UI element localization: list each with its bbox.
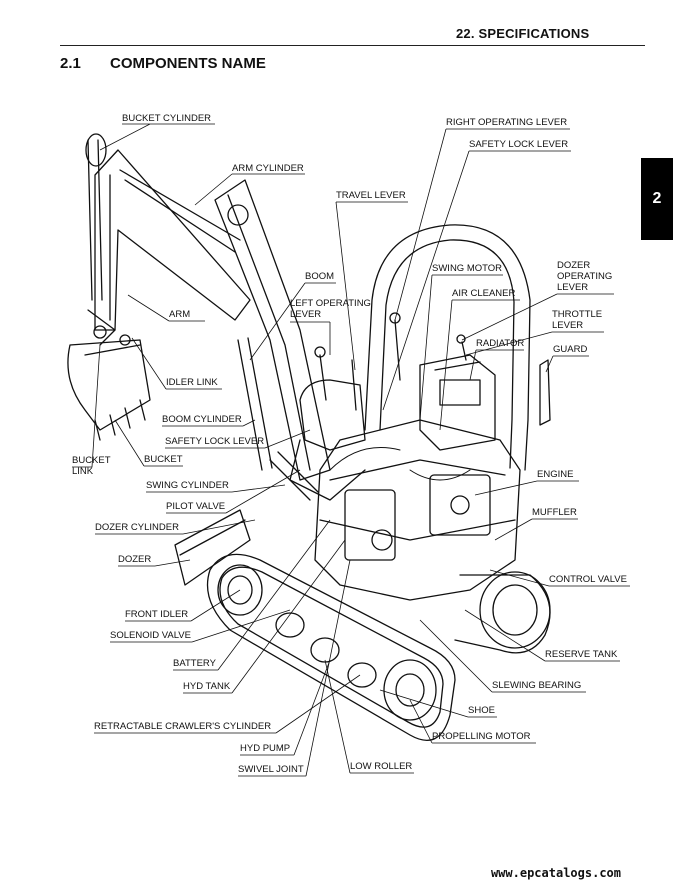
right-crawler-track [454,574,551,654]
front-idler [217,564,263,616]
label-hyd-pump: HYD PUMP [240,743,291,754]
label-safety-lock-lever-top: SAFETY LOCK LEVER [469,139,569,150]
footer-url[interactable]: www.epcatalogs.com [490,866,621,880]
label-arm: ARM [169,309,191,320]
label-swing-cylinder: SWING CYLINDER [146,480,229,491]
label-low-roller: LOW ROLLER [350,761,413,772]
label-retractable-crawlers-cylinder: RETRACTABLE CRAWLER'S CYLINDER [94,721,272,732]
label-front-idler: FRONT IDLER [125,609,189,620]
right-operating-lever [394,319,401,381]
chapter-tab[interactable]: 2 [641,158,673,240]
label-boom-cylinder: BOOM CYLINDER [162,414,242,425]
track-roller [310,637,340,663]
label-swing-motor: SWING MOTOR [432,263,503,274]
arm [94,149,251,331]
label-arm-cylinder: ARM CYLINDER [232,163,304,174]
crawler-track-inner [219,566,444,728]
travel-lever [351,359,357,411]
track-roller [347,662,377,688]
label-hyd-tank: HYD TANK [183,681,231,692]
label-left-operating-lever: LEFT OPERATING LEVER [290,298,371,320]
dozer-blade [174,509,251,586]
label-bucket-cylinder: BUCKET CYLINDER [122,113,212,124]
label-control-valve: CONTROL VALVE [549,574,627,585]
boom-cylinder [237,337,273,471]
bucket-link [87,309,116,346]
upper-structure [314,419,521,601]
arm-cylinder [119,169,241,253]
label-dozer-cylinder: DOZER CYLINDER [95,522,179,533]
label-shoe: SHOE [468,705,495,716]
label-slewing-bearing: SLEWING BEARING [492,680,582,691]
label-pilot-valve: PILOT VALVE [166,501,226,512]
throttle-lever [461,341,467,361]
bucket-cylinder [87,139,103,301]
label-travel-lever: TRAVEL LEVER [336,190,406,201]
label-radiator: RADIATOR [476,338,525,349]
propelling-motor [383,659,437,721]
section-number: 2.1 [60,55,81,72]
label-reserve-tank: RESERVE TANK [545,649,618,660]
label-swivel-joint: SWIVEL JOINT [238,764,304,775]
label-propelling-motor: PROPELLING MOTOR [432,731,531,742]
label-idler-link: IDLER LINK [166,377,218,388]
label-right-operating-lever: RIGHT OPERATING LEVER [446,117,568,128]
label-safety-lock-lever: SAFETY LOCK LEVER [165,436,265,447]
guard [539,359,551,426]
page-header: 22. SPECIFICATIONS [456,26,590,41]
bucket [67,339,151,431]
track-roller [275,612,305,638]
header-rule [60,45,645,46]
label-air-cleaner: AIR CLEANER [452,288,516,299]
label-bucket-link: BUCKET LINK [72,455,111,477]
label-dozer-operating-lever: DOZER OPERATING LEVER [557,260,613,293]
crawler-track [206,553,456,741]
label-throttle-lever: THROTTLE LEVER [552,309,603,331]
section-title: COMPONENTS NAME [110,55,266,72]
operator-seat [299,379,366,451]
label-engine: ENGINE [537,469,574,480]
label-muffler: MUFFLER [532,507,577,518]
label-solenoid-valve: SOLENOID VALVE [110,630,191,641]
left-operating-lever [319,354,327,401]
boom [214,179,331,481]
label-bucket: BUCKET [144,454,183,465]
label-battery: BATTERY [173,658,216,669]
label-boom: BOOM [305,271,335,282]
label-dozer: DOZER [118,554,152,565]
swing-cylinder [269,451,319,501]
label-guard: GUARD [553,344,588,355]
canopy-frame [364,224,531,471]
